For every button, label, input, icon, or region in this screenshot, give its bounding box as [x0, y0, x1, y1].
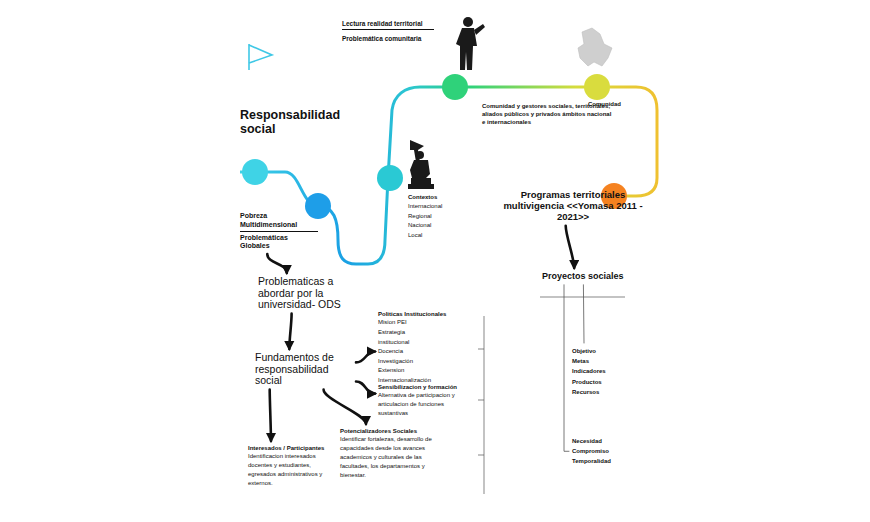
text-block: Proyectos sociales [542, 271, 634, 282]
block-heading: Problematicas a abordar por la universid… [258, 276, 354, 311]
road-line [240, 87, 657, 264]
block-heading: Interesados / Participantes [248, 444, 340, 452]
text-label: Lectura realidad territorial [342, 20, 434, 30]
path-dot [377, 165, 403, 191]
block-body: Identificar fortalezas, desarrollo de ca… [340, 435, 444, 480]
flow-arrow [324, 390, 366, 424]
text-block: Programas territoriales multivigencia <<… [500, 190, 646, 223]
block-heading: Programas territoriales multivigencia <<… [500, 190, 646, 223]
block-heading: Proyectos sociales [542, 271, 634, 282]
flag-icon [249, 44, 272, 70]
flow-arrow [356, 381, 375, 393]
text-block: Necesidad Compromiso Temporalidad [572, 436, 632, 467]
rule-line [540, 297, 625, 298]
block-heading: Pobreza Multidimensional [240, 212, 318, 232]
block-heading: Potencializadores Sociales [340, 427, 444, 435]
text-block: Sensibilizacion y formaciónAlternativa d… [378, 383, 472, 418]
text-label: Comunidad [588, 101, 638, 109]
connector-line [583, 285, 585, 343]
block-body: Alternativa de participacion y articulac… [378, 391, 472, 418]
block-body: Problemáticas Globales [240, 234, 318, 252]
man-silhouette [456, 17, 485, 70]
block-heading: Politicas Institucionales [378, 310, 470, 318]
path-dot [442, 74, 468, 100]
flow-arrow [289, 314, 291, 349]
text-block: Fundamentos de responsabilidad social [255, 352, 353, 387]
text-block: Politicas InstitucionalesMision PEI Estr… [378, 310, 470, 386]
flow-arrow [267, 254, 287, 273]
text-block: Interesados / ParticipantesIdentificacio… [248, 444, 340, 488]
bracket-line [478, 316, 484, 494]
path-dot [242, 159, 268, 185]
path-dot [305, 193, 331, 219]
text-label: Internacional Regional Nacional Local [408, 202, 442, 240]
flow-arrow [566, 226, 575, 268]
text-block: Pobreza MultidimensionalProblemáticas Gl… [240, 212, 318, 251]
block-body: Identificacion interesados docentes y es… [248, 452, 340, 488]
block-heading: Fundamentos de responsabilidad social [255, 352, 353, 387]
text-label: Responsabilidad social [240, 108, 340, 137]
flow-arrow [270, 390, 271, 441]
text-label: Problemática comunitaria [342, 35, 434, 43]
flow-arrow [356, 352, 375, 363]
block-heading: Necesidad Compromiso Temporalidad [572, 436, 611, 467]
text-label: Contextos [408, 194, 458, 202]
block-heading: Sensibilizacion y formación [378, 383, 472, 391]
text-block: Potencializadores SocialesIdentificar fo… [340, 427, 444, 480]
connector-line [564, 285, 569, 451]
path-dot [584, 74, 610, 100]
map-shape [578, 28, 612, 66]
text-block: Objetivo Metas Indicadores Productos Rec… [572, 346, 632, 397]
statue-silhouette [408, 140, 434, 189]
block-body: Mision PEI Estrategia institucional Doce… [378, 318, 431, 385]
block-heading: Objetivo Metas Indicadores Productos Rec… [572, 346, 606, 397]
text-block: Problematicas a abordar por la universid… [258, 276, 354, 311]
